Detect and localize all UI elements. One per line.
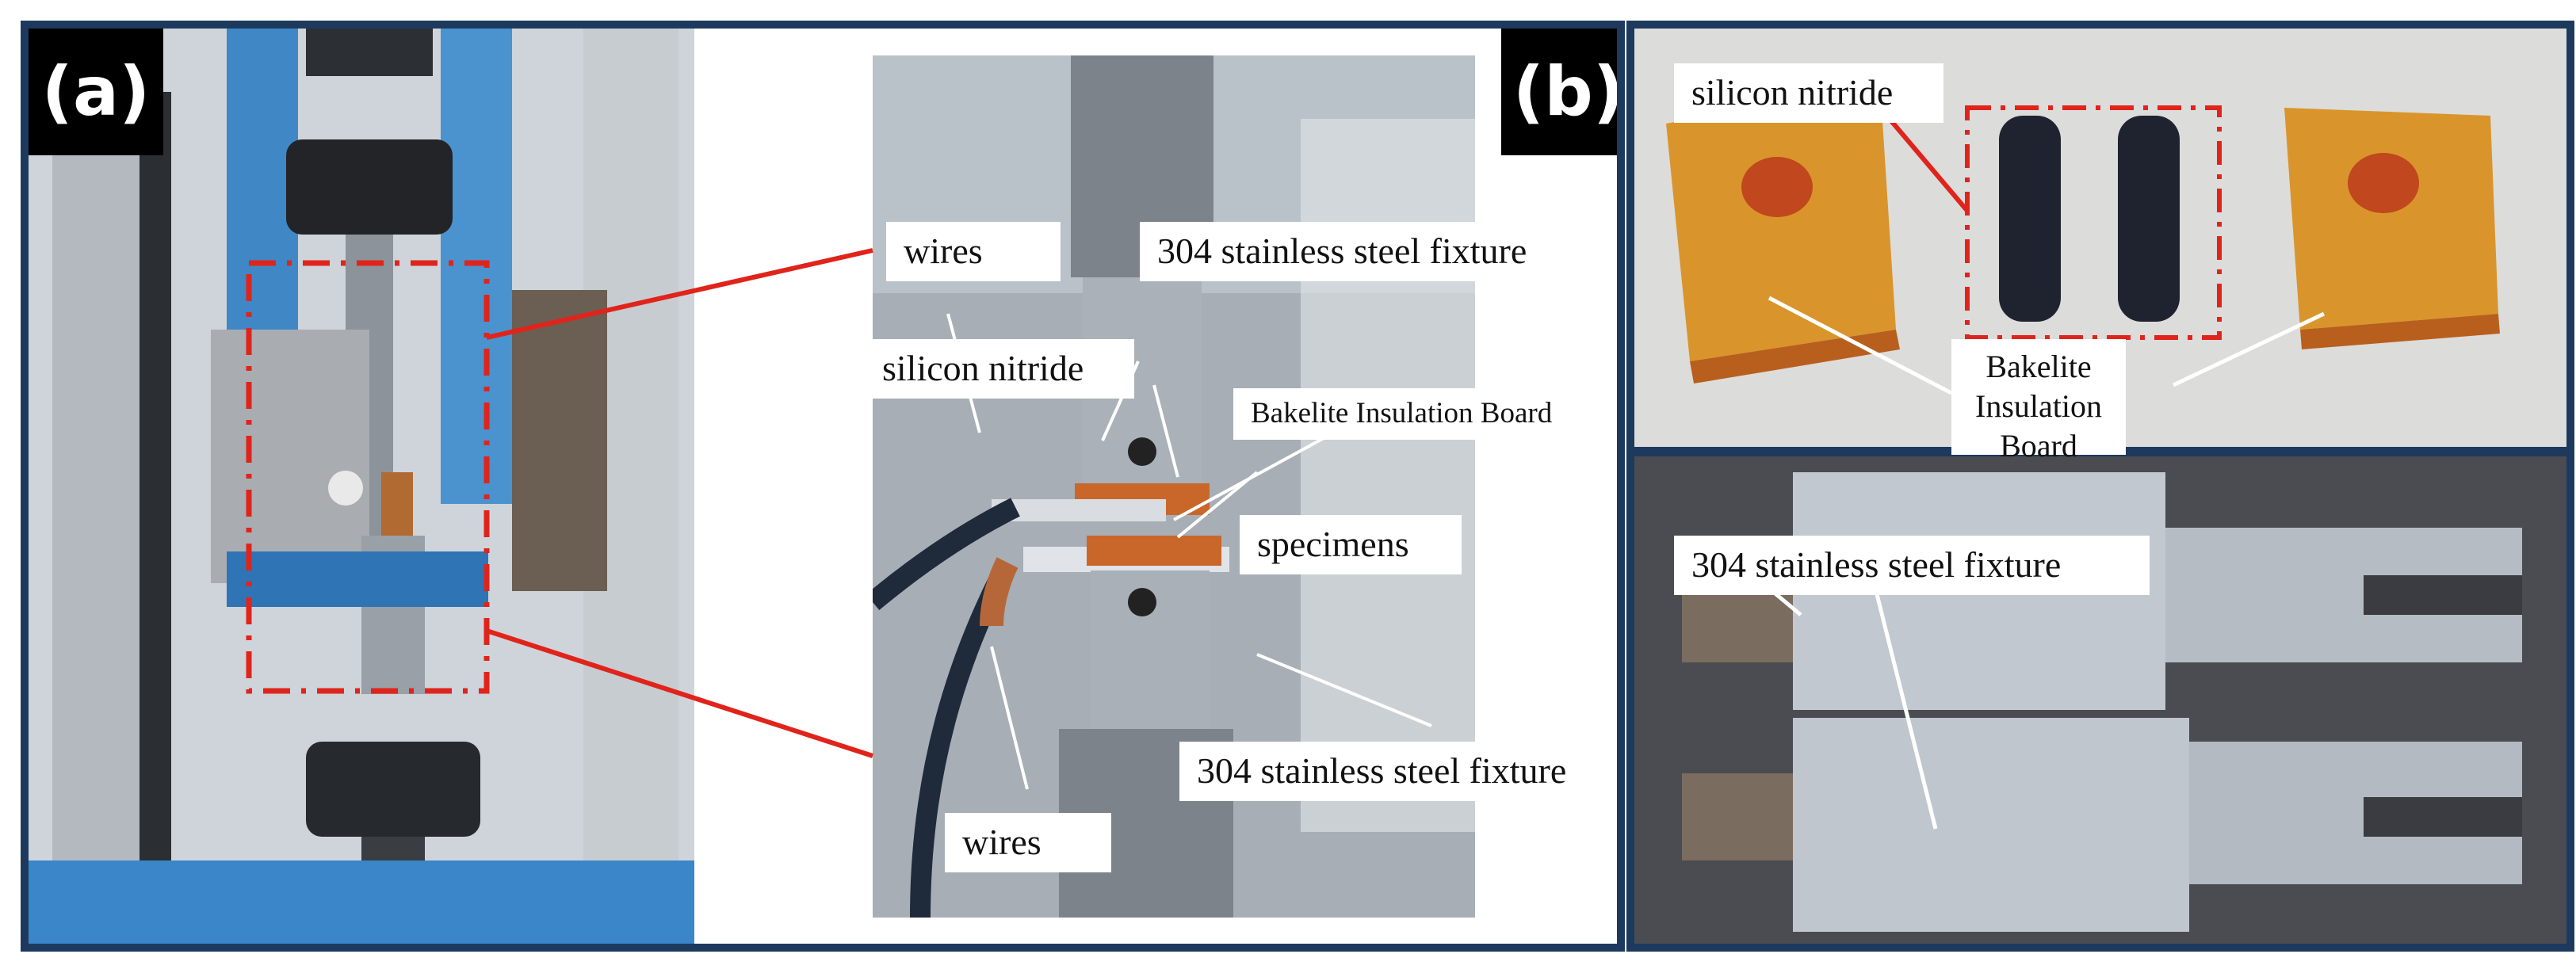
furnace <box>512 290 607 591</box>
label-wires-bottom: wires <box>945 813 1111 872</box>
testing-machine-photo: (a) <box>29 29 694 944</box>
label-wires-top: wires <box>886 222 1061 281</box>
panel-a-tag: (a) <box>29 29 163 155</box>
lower-grip <box>306 742 480 837</box>
silicon-nitride-rod-left <box>1999 116 2061 322</box>
label-b-silicon-nitride: silicon nitride <box>1674 63 1943 123</box>
steel-fixture-illustration <box>1634 456 2566 944</box>
label-b-fixture: 304 stainless steel fixture <box>1674 536 2150 595</box>
thread-lower <box>1682 773 1793 860</box>
label-bakelite-board: Bakelite Insulation Board <box>1233 388 1614 440</box>
fixture-body-lower <box>1793 718 2189 932</box>
label-b-bakelite-line3: Board <box>2000 428 2077 464</box>
label-b-bakelite-line1: Bakelite <box>1986 349 2092 384</box>
panel-b: silicon nitride Bakelite Insulation Boar… <box>1626 21 2574 952</box>
panel-a: (a) <box>21 21 1625 952</box>
label-fixture-bottom: 304 stainless steel fixture <box>1179 742 1617 801</box>
steel-fixture-photo <box>1634 456 2566 944</box>
silicon-nitride-highlight <box>1965 105 2222 340</box>
blue-platform <box>227 551 488 607</box>
label-silicon-nitride: silicon nitride <box>865 339 1134 399</box>
silicon-nitride-rod-right <box>2118 116 2180 322</box>
label-b-bakelite-line2: Insulation <box>1975 388 2102 424</box>
specimen-upper <box>992 499 1166 521</box>
bakelite-board-right <box>2284 108 2498 330</box>
label-specimens: specimens <box>1240 515 1462 574</box>
highlight-region <box>246 260 490 694</box>
testing-machine-illustration <box>29 29 694 944</box>
panel-b-tag: (b) <box>1501 29 1617 155</box>
upper-grip <box>286 139 453 235</box>
wire-upper <box>873 498 1020 610</box>
bakelite-board-lower <box>1087 536 1221 566</box>
label-fixture-top: 304 stainless steel fixture <box>1140 222 1615 281</box>
bakelite-board-left <box>1666 84 1896 361</box>
label-b-bakelite-board: Bakelite Insulation Board <box>1951 339 2126 464</box>
